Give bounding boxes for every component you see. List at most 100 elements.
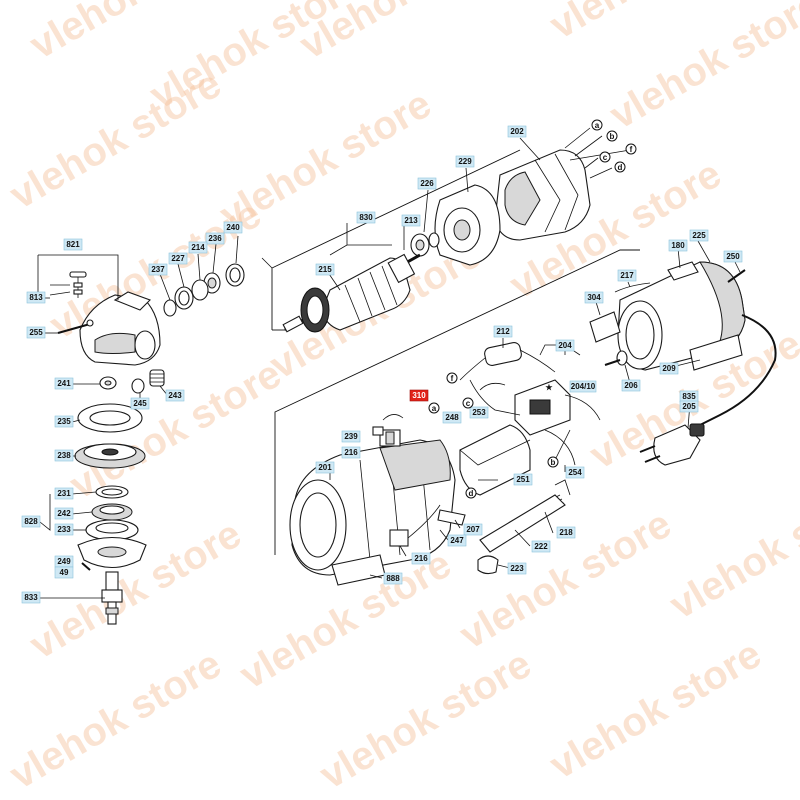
part-label: 204/10 <box>569 380 597 393</box>
svg-text:238: 238 <box>57 451 71 460</box>
watermark: vlehok store <box>3 62 229 218</box>
svg-text:235: 235 <box>57 417 71 426</box>
part-label: 253 <box>469 406 489 419</box>
part-label: 223 <box>507 562 527 575</box>
svg-text:205: 205 <box>682 402 696 411</box>
callout-c: c <box>599 151 611 163</box>
spring-243 <box>149 369 165 387</box>
part-label: 204 <box>555 339 575 352</box>
part-label-highlighted: 310 <box>409 389 429 402</box>
part-label: 249 <box>54 555 74 568</box>
star-marker: ★ <box>545 383 553 392</box>
svg-text:201: 201 <box>318 463 332 472</box>
svg-text:255: 255 <box>29 328 43 337</box>
part-label: 226 <box>417 177 437 190</box>
part-label: 49 <box>54 566 74 579</box>
svg-text:247: 247 <box>450 536 464 545</box>
part-label: 209 <box>659 362 679 375</box>
callout-a: a <box>591 119 603 131</box>
callout-b2: b <box>547 456 559 468</box>
handle-screw <box>69 271 87 298</box>
callout-a2: a <box>428 402 440 414</box>
switch-204 <box>479 379 601 461</box>
svg-text:227: 227 <box>171 254 185 263</box>
svg-text:d: d <box>469 489 474 498</box>
clip-207 <box>437 509 466 526</box>
svg-text:239: 239 <box>344 432 358 441</box>
part-label: 214 <box>188 241 208 254</box>
watermark: vlehok store <box>543 632 769 788</box>
svg-text:241: 241 <box>57 379 71 388</box>
svg-text:c: c <box>603 153 608 162</box>
screw-249 <box>81 562 91 571</box>
svg-text:223: 223 <box>510 564 524 573</box>
svg-text:830: 830 <box>359 213 373 222</box>
svg-text:b: b <box>610 132 615 141</box>
part-label: 255 <box>26 326 46 339</box>
svg-text:222: 222 <box>534 542 548 551</box>
nut-245 <box>131 378 145 394</box>
part-label: 213 <box>401 214 421 227</box>
part-label: 243 <box>165 389 185 402</box>
svg-text:49: 49 <box>60 568 69 577</box>
bearing-flange <box>434 184 501 266</box>
part-label: 235 <box>54 415 74 428</box>
svg-text:821: 821 <box>66 240 80 249</box>
svg-text:f: f <box>630 145 633 154</box>
part-label: 227 <box>168 252 188 265</box>
svg-text:216: 216 <box>344 448 358 457</box>
svg-text:226: 226 <box>420 179 434 188</box>
part-labels: 202 229 226 830 213 215 240 236 214 227 … <box>21 125 743 604</box>
spindle-833 <box>101 571 123 625</box>
svg-text:209: 209 <box>662 364 676 373</box>
watermark: vlehok store <box>3 642 229 798</box>
svg-text:254: 254 <box>568 468 582 477</box>
svg-text:206: 206 <box>624 381 638 390</box>
svg-text:204: 204 <box>558 341 572 350</box>
svg-text:231: 231 <box>57 489 71 498</box>
svg-text:251: 251 <box>516 475 530 484</box>
wire-254 <box>544 429 576 466</box>
callout-f: f <box>625 143 637 155</box>
svg-text:245: 245 <box>133 399 147 408</box>
screw-255 <box>57 319 94 334</box>
part-label: 212 <box>493 325 513 338</box>
part-label: 229 <box>455 155 475 168</box>
part-label: 248 <box>442 411 462 424</box>
gear-side-bearings <box>163 263 245 317</box>
motor-housing-201 <box>289 439 456 576</box>
part-label: 241 <box>54 377 74 390</box>
svg-text:240: 240 <box>226 223 240 232</box>
svg-text:★: ★ <box>545 383 553 392</box>
part-label: 247 <box>447 534 467 547</box>
svg-text:253: 253 <box>472 408 486 417</box>
part-label: 239 <box>341 430 361 443</box>
part-label: 813 <box>26 291 46 304</box>
svg-text:204/10: 204/10 <box>571 382 596 391</box>
svg-text:207: 207 <box>466 525 480 534</box>
svg-text:218: 218 <box>559 528 573 537</box>
svg-text:229: 229 <box>458 157 472 166</box>
wire-253 <box>469 379 521 416</box>
svg-text:f: f <box>451 374 454 383</box>
svg-text:813: 813 <box>29 293 43 302</box>
svg-text:304: 304 <box>587 293 601 302</box>
part-label: 251 <box>513 473 533 486</box>
part-label: 238 <box>54 449 74 462</box>
svg-text:a: a <box>595 121 600 130</box>
svg-text:833: 833 <box>24 593 38 602</box>
svg-text:310: 310 <box>412 391 426 400</box>
callout-d2: d <box>465 487 477 499</box>
bearing-stack-828 <box>85 485 139 541</box>
electronics-module-251 <box>459 424 531 496</box>
watermark: vlehok store <box>663 472 800 628</box>
svg-text:b: b <box>551 458 556 467</box>
svg-text:248: 248 <box>445 413 459 422</box>
part-label: 216 <box>411 552 431 565</box>
capacitor-212 <box>459 342 556 381</box>
part-label: 216 <box>341 446 361 459</box>
svg-text:888: 888 <box>386 574 400 583</box>
svg-text:180: 180 <box>671 241 685 250</box>
callout-d: d <box>614 161 626 173</box>
watermark: vlehok store <box>313 642 539 798</box>
